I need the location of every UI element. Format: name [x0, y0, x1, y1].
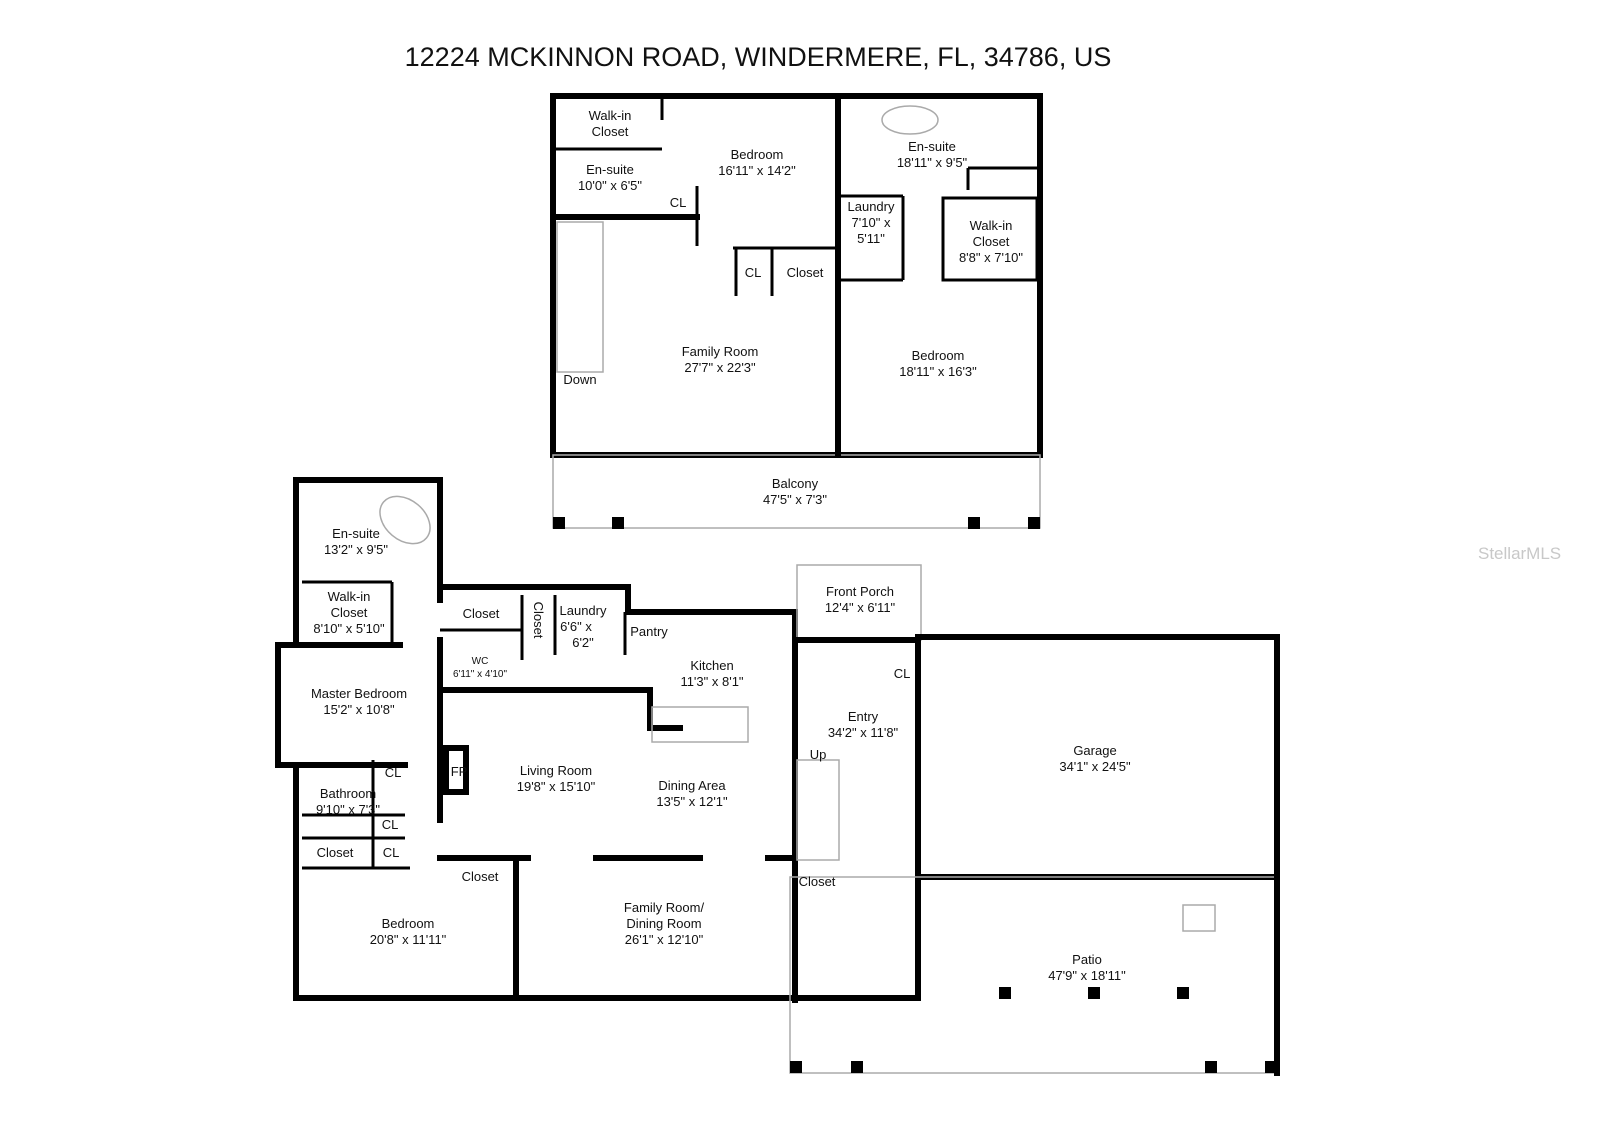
lower-floor-labels: En-suite 13'2" x 9'5" Walk-in Closet 8'1…	[311, 526, 1131, 983]
room-dims: 6'11" x 4'10"	[453, 669, 508, 680]
room-dims: 47'5" x 7'3"	[763, 492, 827, 507]
room-name: Bathroom	[320, 786, 376, 801]
room-dims: 10'0" x 6'5"	[578, 178, 642, 193]
room-name: Bedroom	[731, 147, 784, 162]
room-dims: 27'7" x 22'3"	[684, 360, 756, 375]
room-name: CL	[894, 666, 911, 681]
room-name: Walk-in	[328, 589, 371, 604]
room-name: CL	[383, 845, 400, 860]
room-dims: 16'11" x 14'2"	[718, 163, 796, 178]
room-name: Closet	[799, 874, 836, 889]
room-name: CL	[745, 265, 762, 280]
room-name: Laundry	[848, 199, 895, 214]
room-name: CL	[385, 765, 402, 780]
lower-floor	[275, 477, 1280, 1076]
room-name: Pantry	[630, 624, 668, 639]
room-dims: 6'2"	[572, 635, 594, 650]
room-dims: 13'2" x 9'5"	[324, 542, 388, 557]
room-dims: 6'6" x	[560, 619, 592, 634]
room-name: CL	[382, 817, 399, 832]
room-name: Living Room	[520, 763, 592, 778]
fireplace-label: FP	[451, 764, 468, 779]
room-name: Balcony	[772, 476, 819, 491]
room-name: Closet	[463, 606, 500, 621]
room-name: Closet	[973, 234, 1010, 249]
room-dims: 8'8" x 7'10"	[959, 250, 1023, 265]
room-name: Dining Room	[626, 916, 701, 931]
room-name: Family Room	[682, 344, 759, 359]
room-name: Master Bedroom	[311, 686, 407, 701]
room-dims: 34'2" x 11'8"	[828, 725, 899, 740]
room-dims: 5'11"	[857, 231, 885, 246]
room-name: CL	[670, 195, 687, 210]
room-name: Walk-in	[970, 218, 1013, 233]
room-dims: 18'11" x 16'3"	[899, 364, 977, 379]
room-dims: 8'10" x 5'10"	[313, 621, 385, 636]
room-name: En-suite	[586, 162, 634, 177]
watermark: StellarMLS	[1478, 544, 1561, 563]
upper-floor	[550, 93, 1043, 529]
room-name: Closet	[317, 845, 354, 860]
room-name: Garage	[1073, 743, 1116, 758]
room-name: Closet	[787, 265, 824, 280]
room-dims: 26'1" x 12'10"	[625, 932, 704, 947]
room-dims: 20'8" x 11'11"	[370, 932, 447, 947]
room-name: Entry	[848, 709, 879, 724]
room-name: Closet	[592, 124, 629, 139]
room-name: Kitchen	[690, 658, 733, 673]
room-dims: 12'4" x 6'11"	[825, 600, 896, 615]
stairs-label: Down	[563, 372, 596, 387]
room-name: Walk-in	[589, 108, 632, 123]
room-name: En-suite	[332, 526, 380, 541]
stairs-label: Up	[810, 747, 827, 762]
room-dims: 47'9" x 18'11"	[1048, 968, 1126, 983]
room-dims: 13'5" x 12'1"	[656, 794, 728, 809]
room-name: Bedroom	[912, 348, 965, 363]
room-dims: 11'3" x 8'1"	[680, 674, 743, 689]
room-name: Dining Area	[658, 778, 726, 793]
room-name: Laundry	[560, 603, 607, 618]
room-name: WC	[472, 656, 489, 667]
plan-title: 12224 MCKINNON ROAD, WINDERMERE, FL, 347…	[405, 42, 1112, 72]
room-name: Closet	[531, 602, 546, 639]
room-name: Closet	[331, 605, 368, 620]
room-dims: 18'11" x 9'5"	[897, 155, 968, 170]
room-name: Front Porch	[826, 584, 894, 599]
room-dims: 15'2" x 10'8"	[323, 702, 395, 717]
upper-floor-labels: Walk-in Closet En-suite 10'0" x 6'5" CL …	[563, 108, 1023, 507]
room-dims: 7'10" x	[852, 215, 891, 230]
room-dims: 19'8" x 15'10"	[517, 779, 596, 794]
room-name: En-suite	[908, 139, 956, 154]
room-name: Family Room/	[624, 900, 705, 915]
room-name: Closet	[462, 869, 499, 884]
room-name: Patio	[1072, 952, 1102, 967]
room-dims: 9'10" x 7'3"	[316, 802, 380, 817]
room-dims: 34'1" x 24'5"	[1059, 759, 1131, 774]
room-name: Bedroom	[382, 916, 435, 931]
